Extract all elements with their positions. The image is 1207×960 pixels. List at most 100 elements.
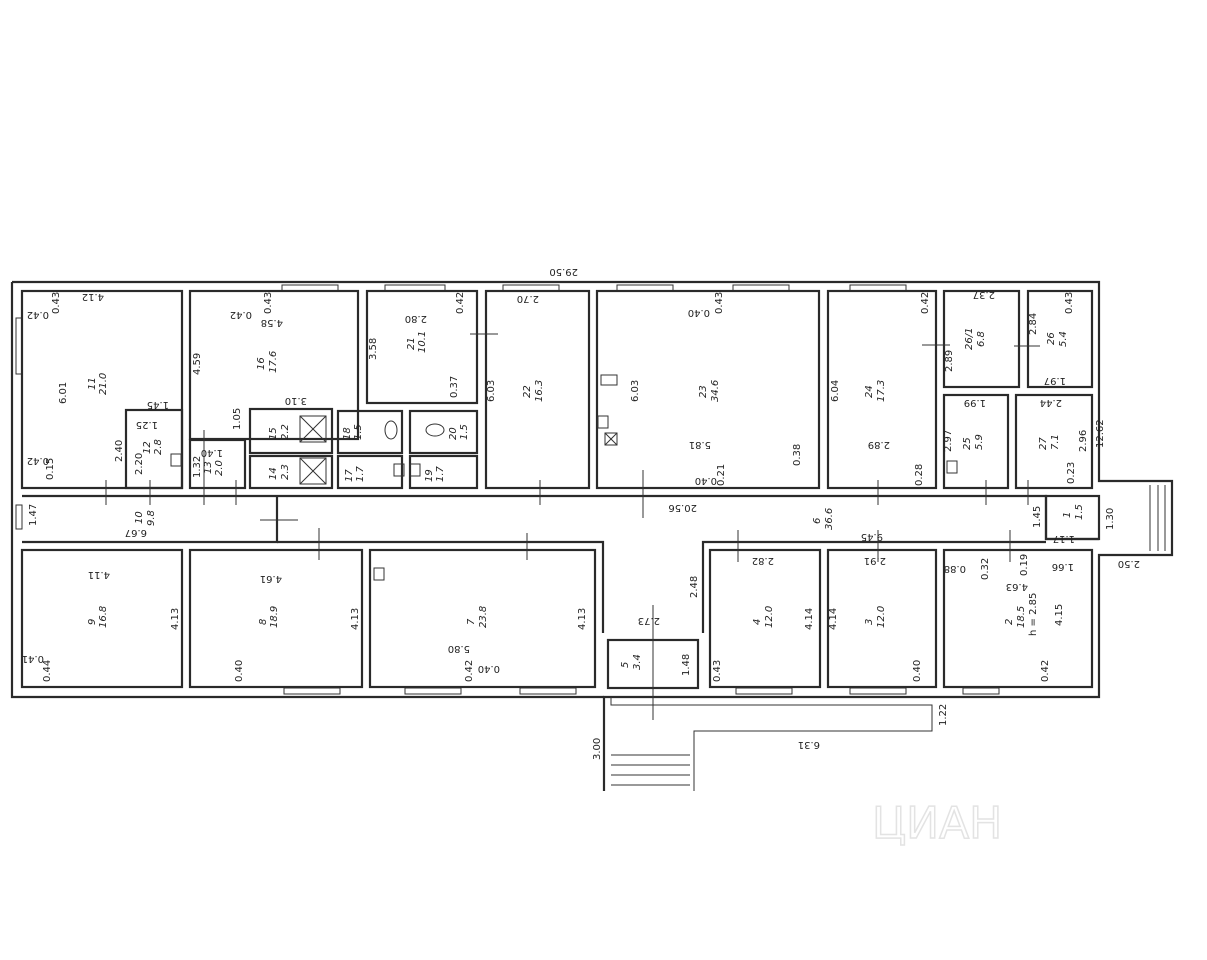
room-20 <box>408 409 479 455</box>
room-24-dim-d: 0.38 <box>792 444 803 466</box>
room-3-number: 3 <box>864 619 875 625</box>
room-11-dim-d: 0.43 <box>51 292 62 314</box>
room-16 <box>188 289 360 441</box>
room-3 <box>826 548 938 689</box>
stove-icon <box>600 374 618 446</box>
room-24-area: 17.3 <box>876 380 887 402</box>
room-23-number: 23 <box>698 385 709 398</box>
room-8 <box>188 548 364 689</box>
room-16-number: 16 <box>256 357 267 370</box>
corridor-west-length: 6.67 <box>125 527 147 538</box>
room-9 <box>20 548 184 689</box>
stairs-south <box>611 754 690 786</box>
room-2-dim-f: 0.19 <box>1019 554 1030 576</box>
room-18-number: 18 <box>342 427 353 440</box>
room-27-dim-a: 2.44 <box>1040 397 1062 408</box>
room-25-number: 25 <box>962 437 973 450</box>
outer-wall-west <box>10 282 604 699</box>
room-2-dim-g: 0.42 <box>1040 660 1051 682</box>
room-24 <box>826 289 938 490</box>
room-8-dim-c: 0.40 <box>234 660 245 682</box>
dimension-labels: 29.50 12.62 20.56 1.45 6.67 1.47 9.45 2.… <box>28 266 1140 760</box>
room-23-dim-f: 0.21 <box>716 464 727 486</box>
room-13-dim-a: 1.40 <box>201 447 223 458</box>
room-11 <box>20 289 184 490</box>
room-22-area: 16.3 <box>534 380 545 402</box>
windows <box>15 284 1000 695</box>
room-23-dim-e: 0.40 <box>695 475 717 486</box>
room-24-dim-b: 2.89 <box>868 439 890 450</box>
room-7-dim-a: 4.13 <box>577 608 588 630</box>
room-21-dim-a: 2.80 <box>405 313 427 324</box>
room-9-number: 9 <box>87 619 98 625</box>
room-5-area: 3.4 <box>632 654 643 670</box>
room-22-dim-a: 2.70 <box>517 293 539 304</box>
room-24-dim-e: 0.28 <box>914 464 925 486</box>
room-14-area: 2.3 <box>280 464 291 480</box>
room-26-1-area: 6.8 <box>976 331 987 347</box>
room-27 <box>1014 393 1094 490</box>
porch-depth: 3.00 <box>592 738 603 760</box>
room-13-dim-b: 1.32 <box>192 456 203 478</box>
room-23 <box>595 289 821 490</box>
room-23-dim-b: 5.81 <box>689 439 711 450</box>
room-2-dim-a: 4.63 <box>1006 581 1028 592</box>
room-11-dim-g: 0.15 <box>45 458 56 480</box>
room-2-dim-b: 4.15 <box>1054 604 1065 626</box>
room-5-number: 5 <box>620 662 631 668</box>
porch-height: 1.22 <box>938 704 949 726</box>
room-26-dim-a: 2.84 <box>1028 313 1039 335</box>
room-7 <box>368 548 597 689</box>
room-2-number: 2 <box>1004 619 1015 625</box>
room-23-dim-d: 0.40 <box>688 307 710 318</box>
room-22 <box>484 289 591 490</box>
overall-depth: 12.62 <box>1095 419 1106 448</box>
room-5-dim-a: 2.73 <box>638 615 660 626</box>
room-9-dim-d: 0.44 <box>42 660 53 682</box>
room-15-area: 2.2 <box>280 424 291 440</box>
room-21-dim-c: 0.42 <box>455 292 466 314</box>
room-23-area: 34.6 <box>710 380 721 402</box>
room-25 <box>942 393 1010 490</box>
room-15 <box>248 407 334 455</box>
room-19-number: 19 <box>424 469 435 482</box>
room-26-1-number: 26/1 <box>964 328 975 350</box>
room-3-dim-b: 4.14 <box>828 608 839 630</box>
room-26-1-dim-a: 2.37 <box>973 289 995 300</box>
room-11-dim-e: 0.42 <box>27 309 49 320</box>
room-10-area: 9.8 <box>146 510 157 526</box>
room-3-area: 12.0 <box>876 606 887 628</box>
room-13-dim-c: 1.05 <box>232 408 243 430</box>
room-24-number: 24 <box>864 385 875 398</box>
room-11-dim-c: 1.45 <box>147 399 169 410</box>
room-7-dim-b: 5.80 <box>448 643 470 654</box>
room-18 <box>336 409 404 455</box>
room-16-dim-a: 4.58 <box>261 317 283 328</box>
room-7-dim-c: 0.42 <box>464 660 475 682</box>
room-11-dim-f: 0.42 <box>27 455 49 466</box>
room-4-number: 4 <box>752 619 763 625</box>
corridor-length: 20.56 <box>668 502 697 513</box>
room-26-area: 5.4 <box>1058 331 1069 347</box>
porch-outline <box>610 697 933 791</box>
ventilation-shaft-icon <box>299 415 327 485</box>
room-8-number: 8 <box>258 619 269 625</box>
door-marks <box>105 333 1040 720</box>
room-12-area: 2.8 <box>153 439 164 455</box>
room-12-dim-c: 2.20 <box>134 453 145 475</box>
room-20-area: 1.5 <box>459 424 470 440</box>
room-21 <box>365 289 479 405</box>
room-14-number: 14 <box>268 467 279 480</box>
sink-icon <box>170 415 958 581</box>
room-13 <box>188 438 247 490</box>
room-7-dim-d: 0.40 <box>478 663 500 674</box>
room-2-dim-c: 1.66 <box>1052 561 1074 572</box>
room-18-area: 1.5 <box>353 424 364 440</box>
corridor-west-height: 1.47 <box>28 504 39 526</box>
room-13-area: 2.0 <box>214 460 225 476</box>
room-4-area: 12.0 <box>764 606 775 628</box>
room-23-dim-c: 0.43 <box>714 292 725 314</box>
room-17-number: 17 <box>344 469 355 482</box>
room-26-number: 26 <box>1046 332 1057 345</box>
